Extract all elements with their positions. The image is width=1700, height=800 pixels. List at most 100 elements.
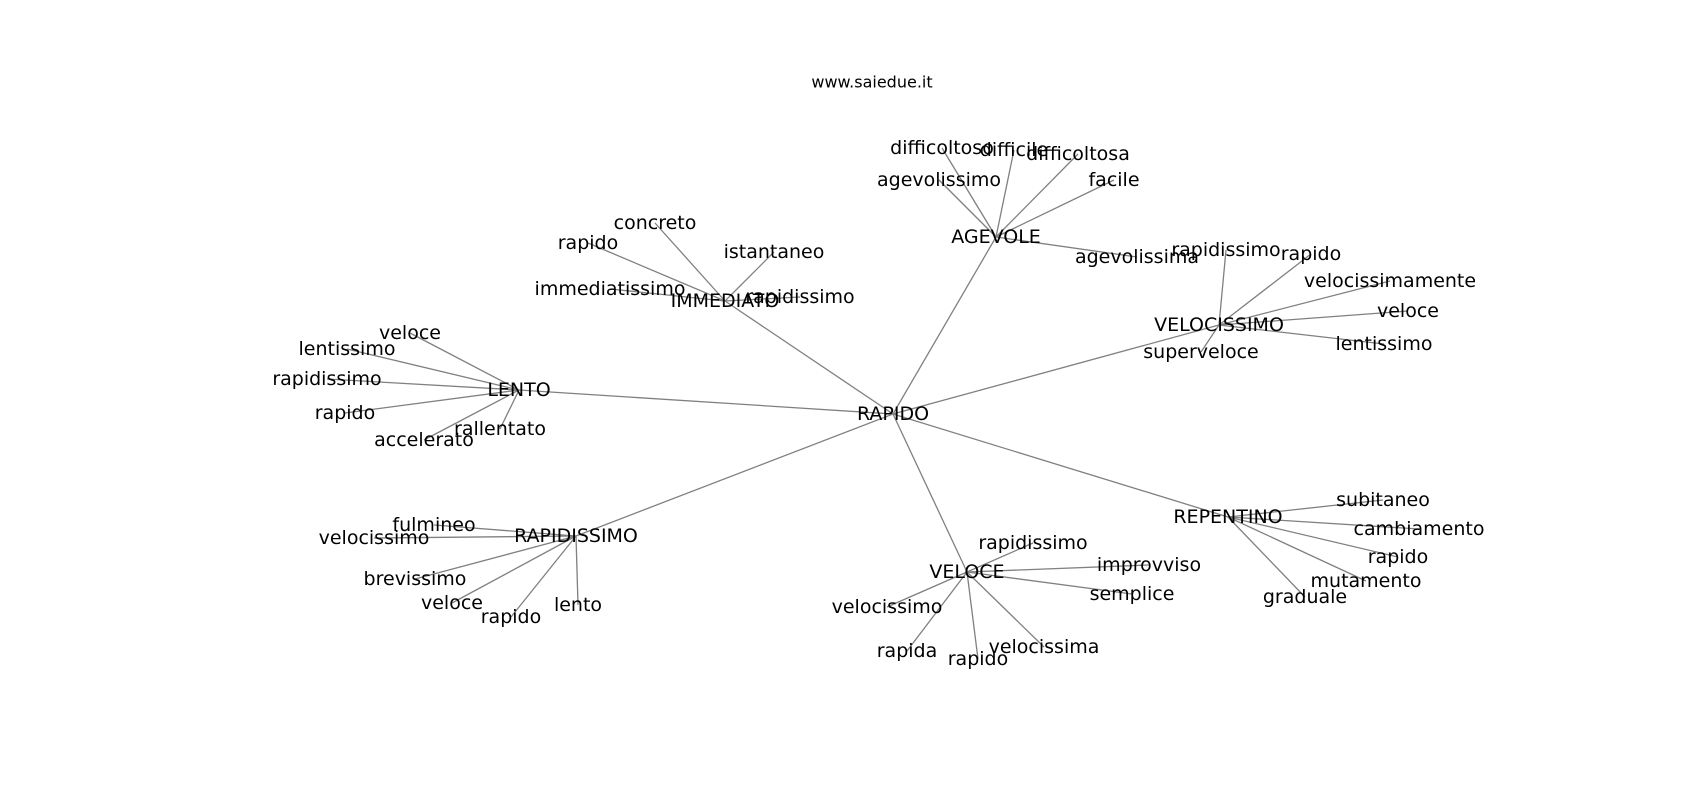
edge-veloce-rapido: [966, 571, 979, 660]
edge-lento-accelerato: [423, 389, 520, 441]
leaf-node-agevole-difficoltosa: difficoltosa: [1026, 143, 1130, 165]
hub-node-agevole: AGEVOLE: [951, 226, 1041, 248]
edge-lento-veloce: [409, 332, 520, 391]
leaf-node-immediato-rapidissimo: rapidissimo: [745, 286, 854, 308]
leaf-node-repentino-subitaneo: subitaneo: [1336, 489, 1430, 511]
leaf-node-lento-veloce: veloce: [379, 322, 441, 344]
edge-repentino-graduale: [1227, 516, 1306, 598]
edge-veloce-velocissima: [966, 571, 1045, 648]
edge-immediato-rapidissimo: [724, 296, 801, 302]
leaf-node-velocissimo-veloce: veloce: [1377, 300, 1439, 322]
leaf-node-veloce-rapida: rapida: [877, 640, 938, 662]
edge-root-velocissimo: [892, 324, 1220, 415]
leaf-node-lento-rapidissimo: rapidissimo: [272, 368, 381, 390]
leaf-node-rapidissimo-brevissimo: brevissimo: [364, 568, 467, 590]
site-watermark: www.saiedue.it: [811, 73, 932, 92]
leaf-node-agevole-difficoltoso: difficoltoso: [890, 137, 994, 159]
leaf-node-agevole-agevolissimo: agevolissimo: [877, 169, 1001, 191]
hub-node-repentino: REPENTINO: [1173, 506, 1282, 528]
leaf-node-agevole-difficile: difficile: [980, 139, 1048, 161]
edge-rapidissimo-brevissimo: [414, 535, 577, 580]
leaf-node-veloce-velocissima: velocissima: [989, 636, 1100, 658]
edge-velocissimo-rapidissimo: [1218, 249, 1227, 326]
edge-rapidissimo-veloce: [451, 535, 577, 604]
edge-agevole-agevolissimo: [938, 179, 997, 238]
edge-agevole-facile: [995, 179, 1115, 238]
leaf-node-lento-accelerato: accelerato: [374, 429, 474, 451]
edges-layer: [326, 147, 1420, 660]
edge-lento-rapido: [344, 389, 520, 414]
leaf-node-veloce-rapidissimo: rapidissimo: [978, 532, 1087, 554]
edge-veloce-velocissimo: [886, 571, 968, 608]
leaf-node-rapidissimo-rapido: rapido: [481, 606, 541, 628]
leaf-node-agevole-agevolissima: agevolissima: [1075, 246, 1199, 268]
leaf-node-immediato-rapido: rapido: [558, 232, 618, 254]
edge-immediato-rapido: [587, 242, 726, 302]
hub-node-veloce: VELOCE: [929, 561, 1004, 583]
edge-lento-rallentato: [499, 389, 520, 430]
edge-root-repentino: [892, 413, 1229, 518]
leaf-node-veloce-velocissimo: velocissimo: [832, 596, 943, 618]
edge-immediato-istantaneo: [724, 251, 775, 302]
edge-velocissimo-superveloce: [1200, 324, 1220, 353]
edge-immediato-concreto: [654, 222, 726, 302]
hub-node-rapidissimo: RAPIDISSIMO: [514, 525, 638, 547]
edge-veloce-improvviso: [966, 564, 1150, 573]
leaf-node-rapidissimo-lento: lento: [554, 594, 602, 616]
leaf-node-immediato-concreto: concreto: [614, 212, 697, 234]
leaf-node-lento-rapido: rapido: [315, 402, 375, 424]
leaf-node-velocissimo-superveloce: superveloce: [1143, 341, 1258, 363]
edge-veloce-semplice: [966, 571, 1133, 595]
edge-repentino-cambiamento: [1227, 516, 1420, 530]
edge-lento-lentissimo: [346, 348, 520, 391]
edge-velocissimo-velocissimamente: [1218, 280, 1391, 326]
leaf-node-repentino-mutamento: mutamento: [1311, 570, 1422, 592]
edge-agevole-difficoltoso: [941, 147, 997, 238]
edge-rapidissimo-fulmineo: [433, 524, 577, 537]
leaf-node-immediato-istantaneo: istantaneo: [724, 241, 825, 263]
edge-veloce-rapidissimo: [966, 542, 1034, 573]
leaf-node-repentino-cambiamento: cambiamento: [1354, 518, 1485, 540]
edge-root-immediato: [724, 300, 894, 415]
leaf-node-velocissimo-velocissimamente: velocissimamente: [1304, 270, 1476, 292]
edge-agevole-agevolissima: [995, 236, 1138, 258]
edge-root-rapidissimo: [575, 413, 894, 537]
hub-node-velocissimo: VELOCISSIMO: [1154, 314, 1284, 336]
leaf-node-velocissimo-rapido: rapido: [1281, 243, 1341, 265]
labels-layer: www.saiedue.it difficoltosodifficilediff…: [272, 73, 1484, 671]
leaf-node-veloce-semplice: semplice: [1090, 583, 1175, 605]
leaf-node-rapidissimo-velocissimo: velocissimo: [319, 527, 430, 549]
leaf-node-rapidissimo-veloce: veloce: [421, 592, 483, 614]
edge-rapidissimo-velocissimo: [373, 535, 577, 539]
leaf-node-immediato-immediatissimo: immediatissimo: [535, 278, 686, 300]
root-node: RAPIDO: [857, 403, 929, 425]
edge-rapidissimo-lento: [575, 535, 579, 606]
edge-root-lento: [518, 389, 894, 415]
leaf-node-velocissimo-lentissimo: lentissimo: [1336, 333, 1433, 355]
edge-velocissimo-veloce: [1218, 310, 1409, 326]
leaf-node-veloce-improvviso: improvviso: [1097, 554, 1201, 576]
edge-agevole-difficoltosa: [995, 153, 1079, 238]
leaf-node-veloce-rapido: rapido: [948, 648, 1008, 670]
leaf-node-lento-rallentato: rallentato: [454, 418, 546, 440]
hub-node-lento: LENTO: [487, 379, 550, 401]
edge-immediato-immediatissimo: [609, 288, 726, 302]
edge-root-veloce: [892, 413, 968, 573]
leaf-node-velocissimo-rapidissimo: rapidissimo: [1171, 239, 1280, 261]
leaf-node-repentino-rapido: rapido: [1368, 546, 1428, 568]
edge-repentino-mutamento: [1227, 516, 1367, 582]
edge-rapidissimo-rapido: [510, 535, 577, 618]
edge-root-agevole: [892, 236, 997, 415]
edge-velocissimo-lentissimo: [1218, 324, 1385, 345]
leaf-node-agevole-facile: facile: [1088, 169, 1139, 191]
edge-veloce-rapida: [906, 571, 968, 652]
edge-repentino-subitaneo: [1227, 499, 1384, 518]
leaf-node-repentino-graduale: graduale: [1263, 586, 1347, 608]
leaf-node-rapidissimo-fulmineo: fulmineo: [392, 514, 475, 536]
hub-node-immediato: IMMEDIATO: [671, 290, 780, 312]
edge-lento-rapidissimo: [326, 378, 520, 391]
edge-repentino-rapido: [1227, 516, 1399, 558]
leaf-node-lento-lentissimo: lentissimo: [299, 338, 396, 360]
edge-agevole-difficile: [995, 149, 1015, 238]
